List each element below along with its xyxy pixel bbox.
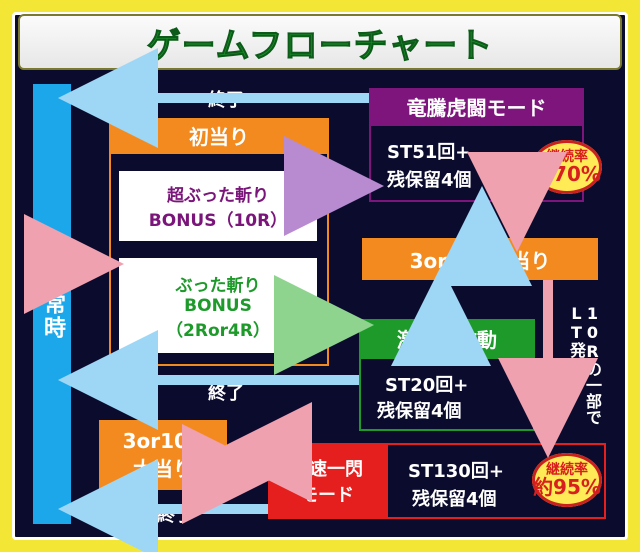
godspeed-badge-top: 継続率 xyxy=(546,462,588,478)
godspeed-mode-line1: ST130回+ xyxy=(408,461,504,482)
battle-mode-line2: 残保留4個 xyxy=(377,401,462,422)
super-bonus-line1: 超ぶった斬り xyxy=(167,186,269,206)
first-hit-header-text: 初当り xyxy=(189,124,249,149)
bonus-line2: BONUS xyxy=(184,295,252,316)
godspeed-continuation-badge: 継続率 約95% xyxy=(532,453,602,507)
page-title: ゲームフローチャート xyxy=(146,25,494,66)
godspeed-badge-bottom: 約95% xyxy=(533,475,601,499)
dragon-mode-line2: 残保留4個 xyxy=(387,170,472,191)
godspeed-mode-body: ST130回+ 残保留4個 xyxy=(386,443,606,519)
title-bar: ゲームフローチャート xyxy=(18,14,622,70)
battle-mode-line1: ST20回+ xyxy=(385,375,469,396)
godspeed-mode-line2: 残保留4個 xyxy=(412,489,497,510)
super-bonus-line2: BONUS（10R） xyxy=(148,211,288,231)
end-label-middle: 終了 xyxy=(208,383,244,404)
bonus-line3: （2Ror4R） xyxy=(166,320,270,341)
dragon-mode-line1: ST51回+ xyxy=(387,142,471,163)
dragon-mode-title: 竜騰虎闘モード xyxy=(406,95,547,120)
bonus-line1: ぶった斬り xyxy=(175,275,261,296)
godspeed-mode-title-line2: モード xyxy=(300,485,354,506)
dragon-mode-header: 竜騰虎闘モード xyxy=(369,88,584,124)
